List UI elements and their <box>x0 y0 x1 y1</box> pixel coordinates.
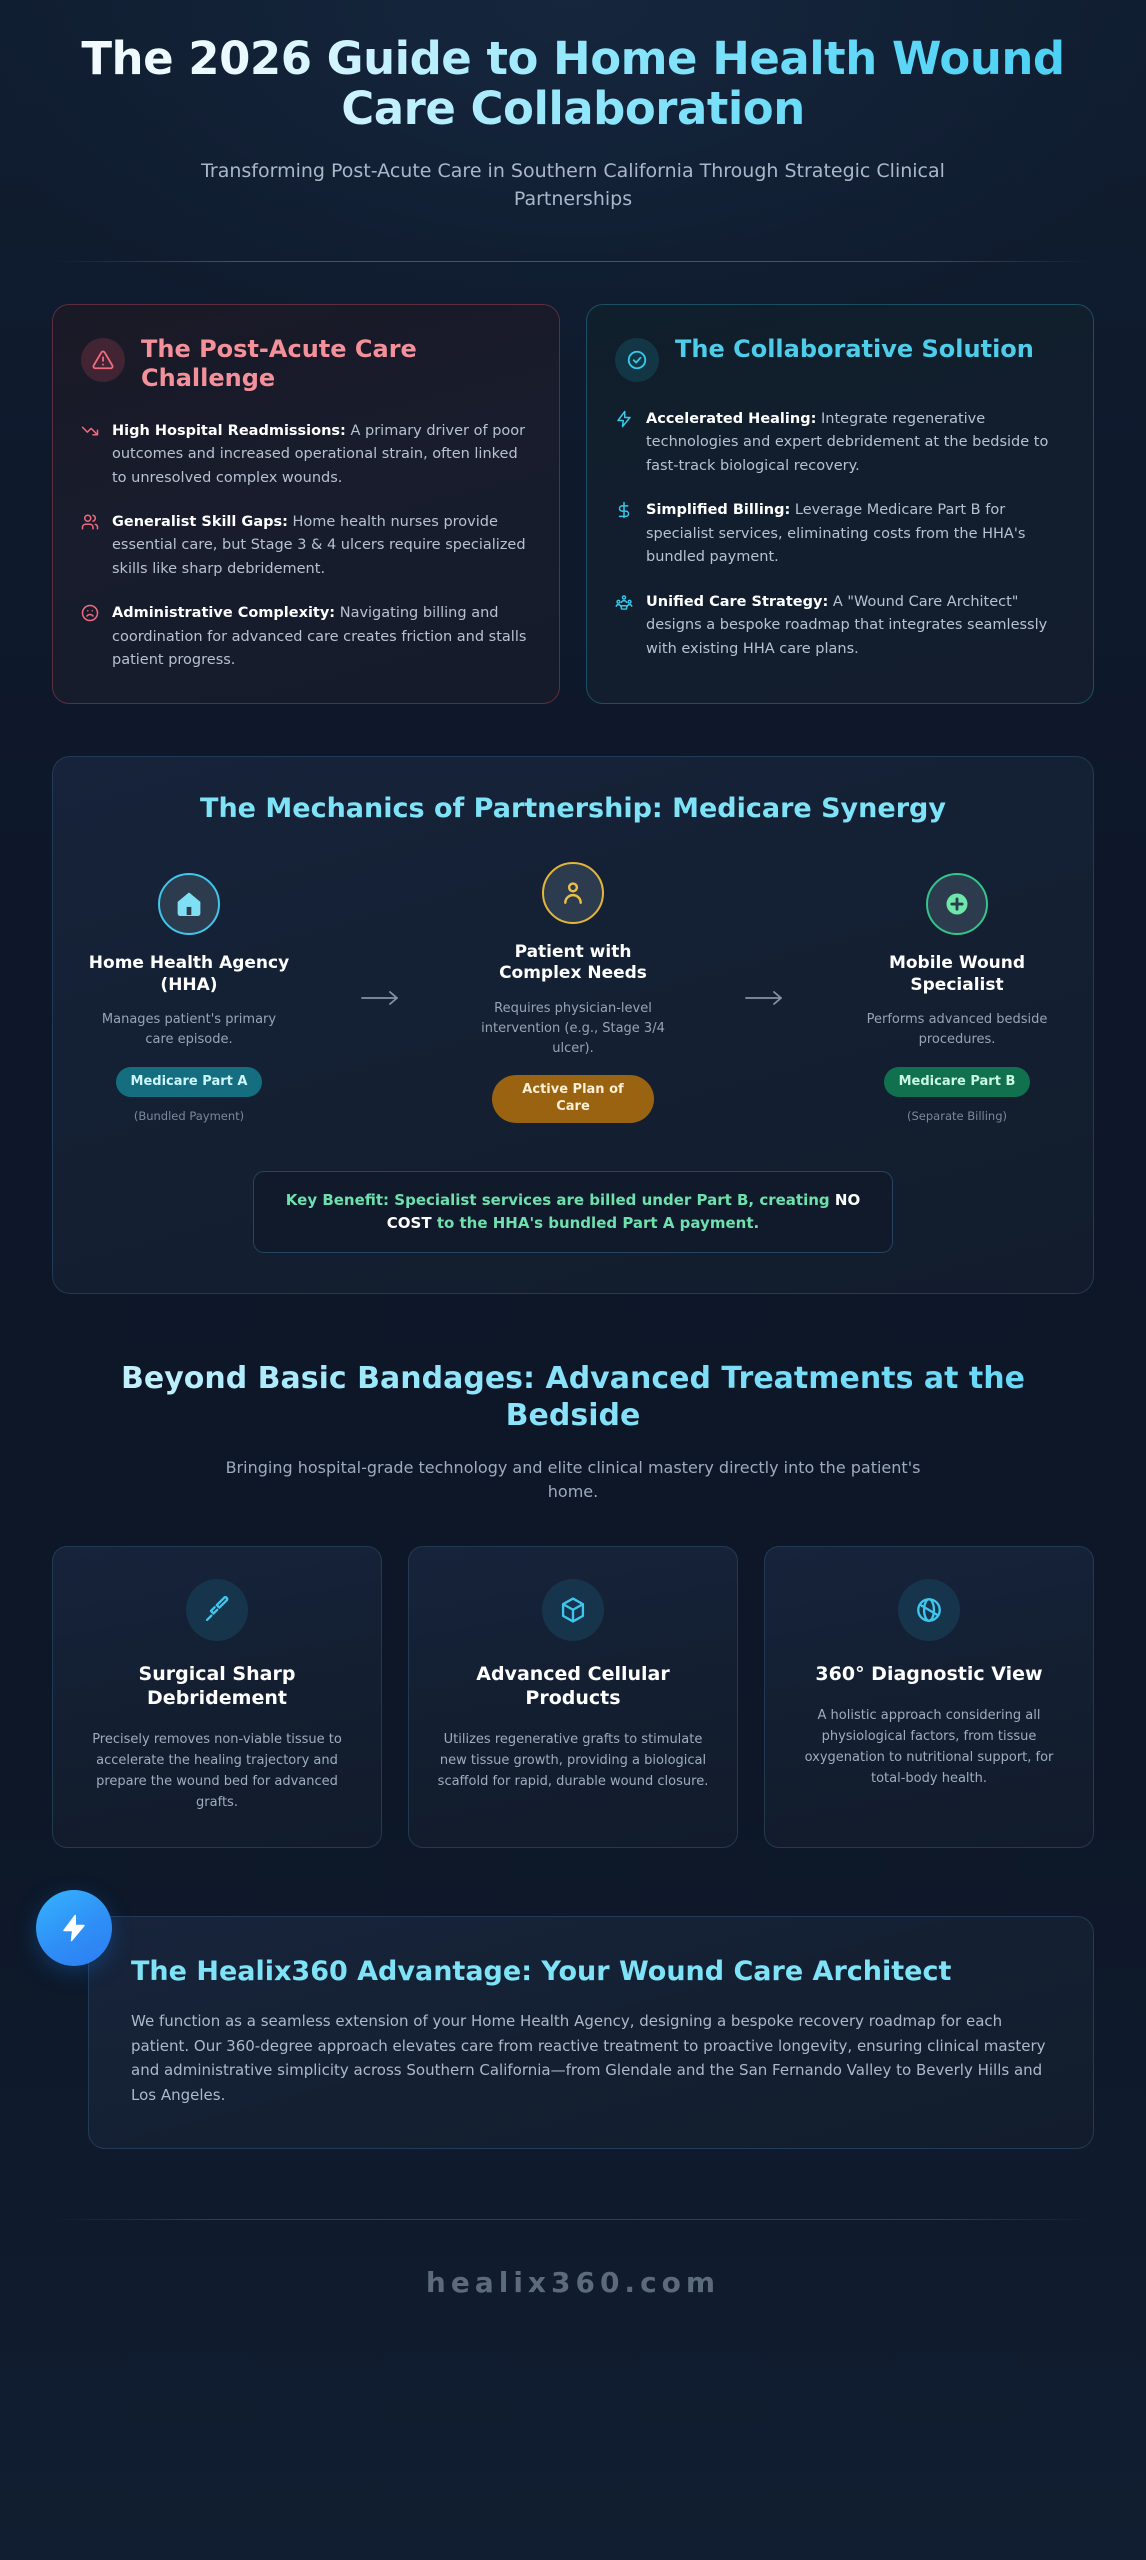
list-item-body: Navigating billing and coordination for … <box>112 605 527 669</box>
home-icon <box>158 873 220 936</box>
lightning-bolt-icon <box>36 1889 112 1966</box>
list-item-label: Simplified Billing: <box>646 502 791 519</box>
solution-card-title: The Collaborative Solution <box>675 335 1034 363</box>
list-item-label: Unified Care Strategy: <box>646 593 829 610</box>
flow-node-hha: Home Health Agency (HHA) Manages patient… <box>87 873 291 1123</box>
treatment-card-title: Advanced Cellular Products <box>476 1662 670 1709</box>
person-icon <box>542 861 604 924</box>
mechanics-title: The Mechanics of Partnership: Medicare S… <box>200 792 946 824</box>
footer-divider <box>52 2219 1094 2221</box>
frown-face-icon <box>81 604 99 622</box>
flow-node-title: Patient with Complex Needs <box>499 941 647 984</box>
list-item: Unified Care Strategy: A "Wound Care Arc… <box>615 591 1065 661</box>
dollar-sign-icon <box>615 501 633 519</box>
key-benefit-suffix: to the HHA's bundled Part A payment. <box>431 1213 760 1232</box>
partnership-flow-diagram: Home Health Agency (HHA) Manages patient… <box>87 861 1059 1135</box>
list-item: Accelerated Healing: Integrate regenerat… <box>615 408 1065 478</box>
list-item-body: A "Wound Care Architect" designs a bespo… <box>646 593 1048 657</box>
mechanics-section: The Mechanics of Partnership: Medicare S… <box>52 755 1094 1294</box>
lightning-bolt-icon <box>615 410 633 428</box>
treatment-card-desc: Utilizes regenerative grafts to stimulat… <box>437 1731 709 1789</box>
flow-node-title: Home Health Agency (HHA) <box>88 953 290 995</box>
treatment-cards: Surgical Sharp Debridement Precisely rem… <box>52 1545 1094 1848</box>
list-item-label: Accelerated Healing: <box>646 411 817 427</box>
list-item-text: Accelerated Healing: Integrate regenerat… <box>646 408 1065 478</box>
treatment-card-debridement: Surgical Sharp Debridement Precisely rem… <box>52 1545 382 1848</box>
list-item-text: Simplified Billing: Leverage Medicare Pa… <box>646 499 1065 569</box>
advantage-title: The Healix360 Advantage: Your Wound Care… <box>131 1955 952 1987</box>
status-badge: Medicare Part A <box>115 1066 263 1098</box>
key-benefit-highlight: NO COST <box>386 1190 861 1232</box>
problem-bullet-list: High Hospital Readmissions: A primary dr… <box>81 420 531 673</box>
flow-node-specialist: Mobile Wound Specialist Performs advance… <box>855 873 1059 1123</box>
list-item-label: Generalist Skill Gaps: <box>112 513 288 530</box>
footer-domain: healix360.com <box>425 2266 721 2300</box>
treatment-card-diagnostic: 360° Diagnostic View A holistic approach… <box>764 1545 1094 1848</box>
status-badge: Active Plan of Care <box>492 1075 654 1123</box>
hero-section: The 2026 Guide to Home Health Wound Care… <box>52 0 1094 262</box>
flow-node-note: (Bundled Payment) <box>133 1109 245 1124</box>
key-benefit-prefix: Key Benefit: Specialist services are bil… <box>285 1190 835 1209</box>
treatment-card-desc: A holistic approach considering all phys… <box>804 1707 1054 1786</box>
treatments-section: Beyond Basic Bandages: Advanced Treatmen… <box>52 1360 1094 1848</box>
list-item-text: Unified Care Strategy: A "Wound Care Arc… <box>646 591 1065 661</box>
treatment-card-desc: Precisely removes non-viable tissue to a… <box>92 1731 342 1810</box>
problem-card: The Post-Acute Care Challenge High Hospi… <box>52 304 560 704</box>
alert-triangle-icon <box>81 338 125 382</box>
list-item-text: High Hospital Readmissions: A primary dr… <box>112 420 531 490</box>
advantage-body: We function as a seamless extension of y… <box>131 2011 1046 2105</box>
list-item: Simplified Billing: Leverage Medicare Pa… <box>615 499 1065 569</box>
medical-plus-icon <box>926 873 988 936</box>
list-item: High Hospital Readmissions: A primary dr… <box>81 420 531 490</box>
problem-card-header: The Post-Acute Care Challenge <box>81 335 531 394</box>
list-item-label: High Hospital Readmissions: <box>112 422 346 439</box>
flow-arrow-2-icon <box>737 988 793 1008</box>
solution-card-header: The Collaborative Solution <box>615 335 1065 382</box>
team-group-icon <box>615 593 633 611</box>
hero-divider <box>52 261 1094 262</box>
flow-node-title: Mobile Wound Specialist <box>888 953 1026 995</box>
treatment-card-title: Surgical Sharp Debridement <box>138 1662 296 1709</box>
cube-3d-icon <box>542 1578 604 1641</box>
solution-bullet-list: Accelerated Healing: Integrate regenerat… <box>615 408 1065 661</box>
list-item: Administrative Complexity: Navigating bi… <box>81 602 531 672</box>
list-item-text: Generalist Skill Gaps: Home health nurse… <box>112 511 531 581</box>
status-badge: Medicare Part B <box>883 1066 1031 1098</box>
treatments-subtitle: Bringing hospital-grade technology and e… <box>225 1457 921 1501</box>
page-title: The 2026 Guide to Home Health Wound Care… <box>52 33 1094 135</box>
flow-arrow-1-icon <box>353 988 409 1008</box>
problem-solution-section: The Post-Acute Care Challenge High Hospi… <box>52 304 1094 704</box>
hero-subtitle: Transforming Post-Acute Care in Southern… <box>201 159 945 210</box>
list-item-text: Administrative Complexity: Navigating bi… <box>112 602 531 672</box>
key-benefit-callout: Key Benefit: Specialist services are bil… <box>253 1170 893 1253</box>
360-view-icon <box>898 1578 960 1641</box>
flow-node-desc: Requires physician-level intervention (e… <box>481 1000 665 1056</box>
flow-node-desc: Manages patient's primary care episode. <box>101 1012 277 1048</box>
flow-node-desc: Performs advanced bedside procedures. <box>866 1012 1048 1048</box>
flow-node-note: (Separate Billing) <box>907 1109 1007 1124</box>
treatments-title: Beyond Basic Bandages: Advanced Treatmen… <box>52 1360 1094 1434</box>
problem-card-title: The Post-Acute Care Challenge <box>141 335 417 393</box>
flow-node-patient: Patient with Complex Needs Requires phys… <box>471 861 675 1135</box>
trend-down-icon <box>81 422 99 440</box>
treatment-card-cellular: Advanced Cellular Products Utilizes rege… <box>408 1545 738 1848</box>
check-circle-icon <box>615 338 659 382</box>
users-icon <box>81 513 99 531</box>
list-item-body: Integrate regenerative technologies and … <box>646 411 1049 474</box>
list-item-body: A primary driver of poor outcomes and in… <box>112 422 526 486</box>
list-item-body: Leverage Medicare Part B for specialist … <box>646 502 1026 566</box>
scalpel-icon <box>186 1578 248 1641</box>
list-item-body: Home health nurses provide essential car… <box>112 513 526 577</box>
advantage-card: The Healix360 Advantage: Your Wound Care… <box>88 1915 1094 2150</box>
solution-card: The Collaborative Solution Accelerated H… <box>586 304 1094 704</box>
list-item-label: Administrative Complexity: <box>112 605 336 622</box>
treatment-card-title: 360° Diagnostic View <box>815 1662 1043 1685</box>
list-item: Generalist Skill Gaps: Home health nurse… <box>81 511 531 581</box>
advantage-section: The Healix360 Advantage: Your Wound Care… <box>36 1889 1094 2150</box>
